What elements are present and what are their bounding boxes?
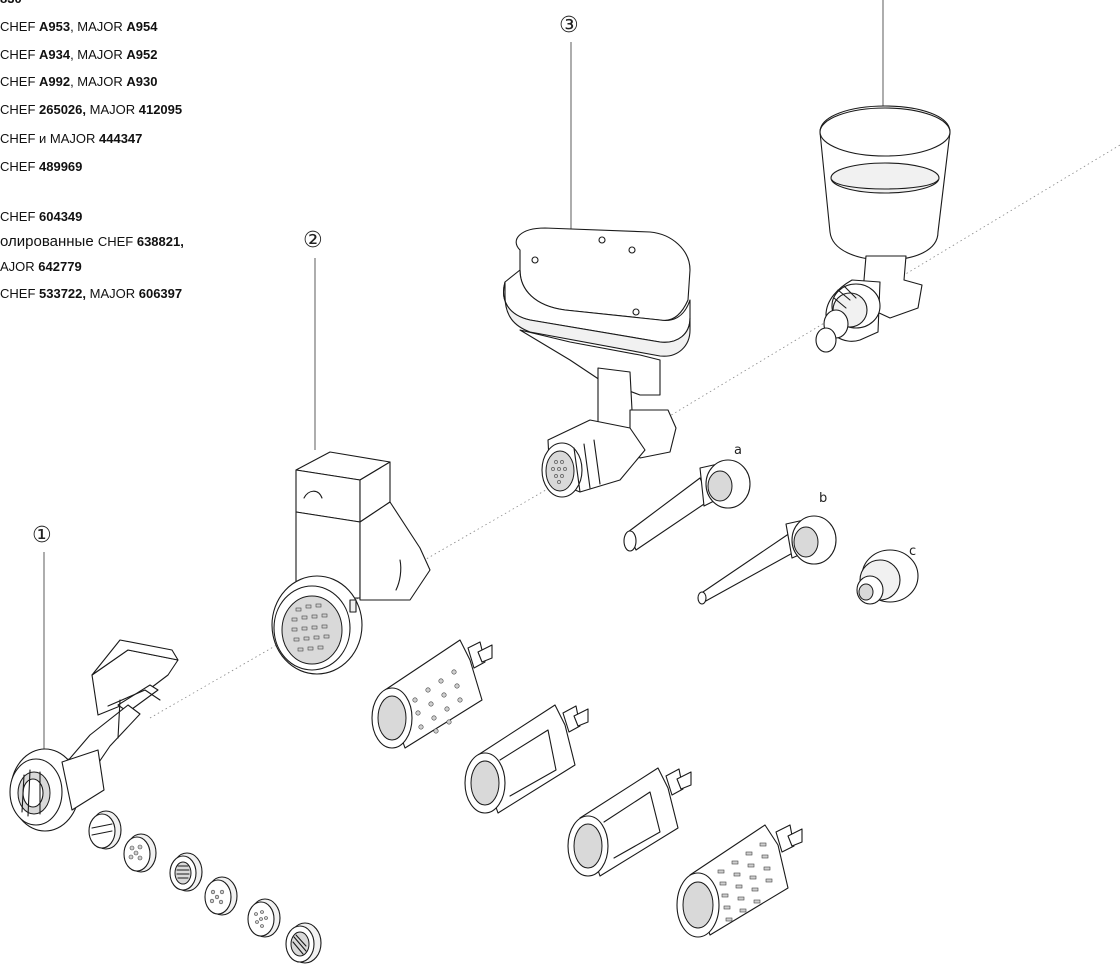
model-label: , MAJOR — [70, 19, 127, 34]
thick-slicer-drum — [464, 704, 589, 814]
callout-1: ① — [32, 523, 52, 548]
fine-grater-drum — [371, 639, 493, 749]
model-label: CHEF — [0, 74, 39, 89]
model-code: 489969 — [39, 159, 83, 174]
model-code: 642779 — [38, 259, 82, 274]
mincer-screens — [88, 810, 322, 964]
model-row-0: 830 — [0, 0, 22, 14]
thin-slicer-drum — [567, 767, 692, 877]
screen-disc-6 — [285, 922, 322, 964]
model-code: A952 — [126, 47, 158, 62]
model-code: 412095 — [138, 102, 183, 117]
model-row-2: CHEF A934, MAJOR A952 — [0, 41, 158, 70]
model-code: 533722, — [39, 286, 86, 301]
callout-2: ② — [303, 228, 323, 253]
model-row-10: CHEF 533722, MAJOR 606397 — [0, 280, 182, 309]
model-code: A953 — [39, 19, 71, 34]
hopper-attachment — [815, 105, 951, 353]
model-code: A930 — [126, 74, 158, 89]
model-row-5: CHEF и MAJOR 444347 — [0, 125, 142, 154]
slicer-shredder-body — [271, 451, 431, 675]
model-label: CHEF — [0, 102, 39, 117]
model-code: 830 — [0, 0, 22, 6]
model-label: CHEF — [97, 234, 137, 249]
callout-a: a — [734, 443, 742, 458]
model-code: 265026, — [39, 102, 86, 117]
model-row-4: CHEF 265026, MAJOR 412095 — [0, 96, 182, 125]
model-code: A954 — [126, 19, 158, 34]
model-code: 606397 — [138, 286, 183, 301]
screen-disc-1 — [88, 810, 122, 850]
sausage-nozzle-c — [856, 549, 919, 605]
model-label: , MAJOR — [70, 47, 127, 62]
model-label: AJOR — [0, 259, 39, 274]
model-code: 638821, — [136, 234, 184, 249]
model-label: CHEF и MAJOR — [0, 131, 99, 146]
model-code: 604349 — [39, 209, 83, 224]
screen-disc-2 — [123, 833, 157, 873]
model-label: CHEF — [0, 19, 39, 34]
model-label: , MAJOR — [70, 74, 127, 89]
sausage-nozzle-a — [623, 459, 751, 552]
callout-c: c — [909, 544, 917, 559]
model-label: MAJOR — [86, 102, 139, 117]
callout-3: ③ — [559, 13, 579, 38]
meat-grinder — [503, 227, 691, 498]
screen-disc-5 — [247, 898, 281, 938]
model-label: CHEF — [0, 159, 39, 174]
model-row-9: AJOR 642779 — [0, 253, 82, 282]
model-row-3: CHEF A992, MAJOR A930 — [0, 68, 158, 97]
model-label: олированные — [0, 233, 98, 250]
model-code: 444347 — [99, 131, 143, 146]
model-row-6: CHEF 489969 — [0, 153, 82, 182]
model-label: CHEF — [0, 209, 39, 224]
model-label: CHEF — [0, 47, 39, 62]
model-row-8: олированные CHEF 638821, — [0, 228, 184, 257]
model-row-7: CHEF 604349 — [0, 203, 82, 232]
screen-disc-3 — [169, 852, 203, 892]
screen-disc-4 — [204, 876, 238, 916]
model-code: A992 — [39, 74, 71, 89]
coarse-grater-drum — [676, 824, 803, 938]
model-row-1: CHEF A953, MAJOR A954 — [0, 13, 158, 42]
callout-b: b — [819, 491, 828, 506]
mincer-body — [9, 639, 179, 832]
model-label: MAJOR — [86, 286, 139, 301]
model-code: A934 — [39, 47, 71, 62]
model-label: CHEF — [0, 286, 39, 301]
sausage-nozzle-b — [697, 515, 837, 605]
